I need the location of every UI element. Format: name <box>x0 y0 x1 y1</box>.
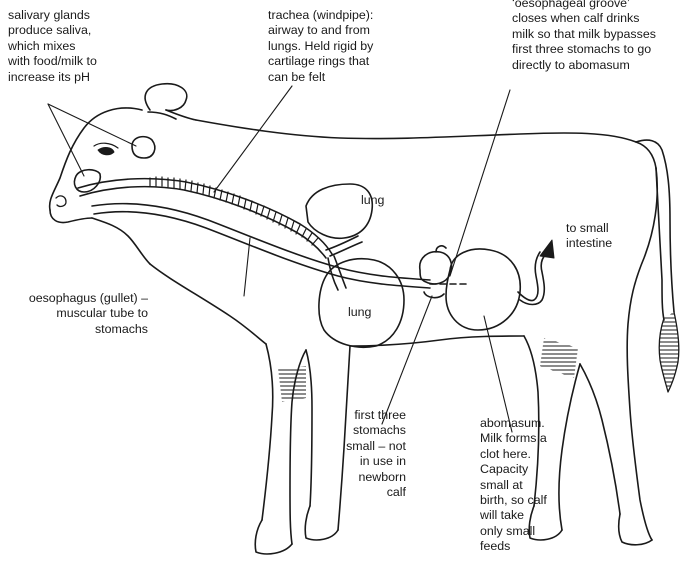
leader-first-three-stomachs <box>382 296 432 424</box>
stomachs <box>420 246 546 330</box>
leader-oesophagus <box>244 238 250 296</box>
leader-abomasum <box>484 316 512 432</box>
label-oesophageal-groove: ‘oesophageal groove’ closes when calf dr… <box>512 0 656 73</box>
leader-salivary-1 <box>48 104 136 146</box>
label-oesophagus: oesophagus (gullet) – muscular tube to s… <box>2 291 148 337</box>
label-lung-upper: lung <box>361 193 384 208</box>
label-trachea: trachea (windpipe): airway to and from l… <box>268 8 373 85</box>
label-small-intestine: to small intestine <box>566 221 612 252</box>
label-first-three-stomachs: first three stomachs small – not in use … <box>330 408 406 500</box>
trachea-cartilage-rings <box>150 177 318 245</box>
label-lung-lower: lung <box>348 305 371 320</box>
leader-oesophageal-groove <box>450 90 510 276</box>
arrow-to-intestine <box>540 240 554 258</box>
leader-trachea <box>214 86 292 192</box>
label-abomasum: abomasum. Milk forms a clot here. Capaci… <box>480 416 547 555</box>
salivary-glands <box>74 137 154 192</box>
label-salivary-glands: salivary glands produce saliva, which mi… <box>8 8 97 85</box>
lungs <box>306 184 404 347</box>
leader-salivary-2 <box>48 104 84 176</box>
